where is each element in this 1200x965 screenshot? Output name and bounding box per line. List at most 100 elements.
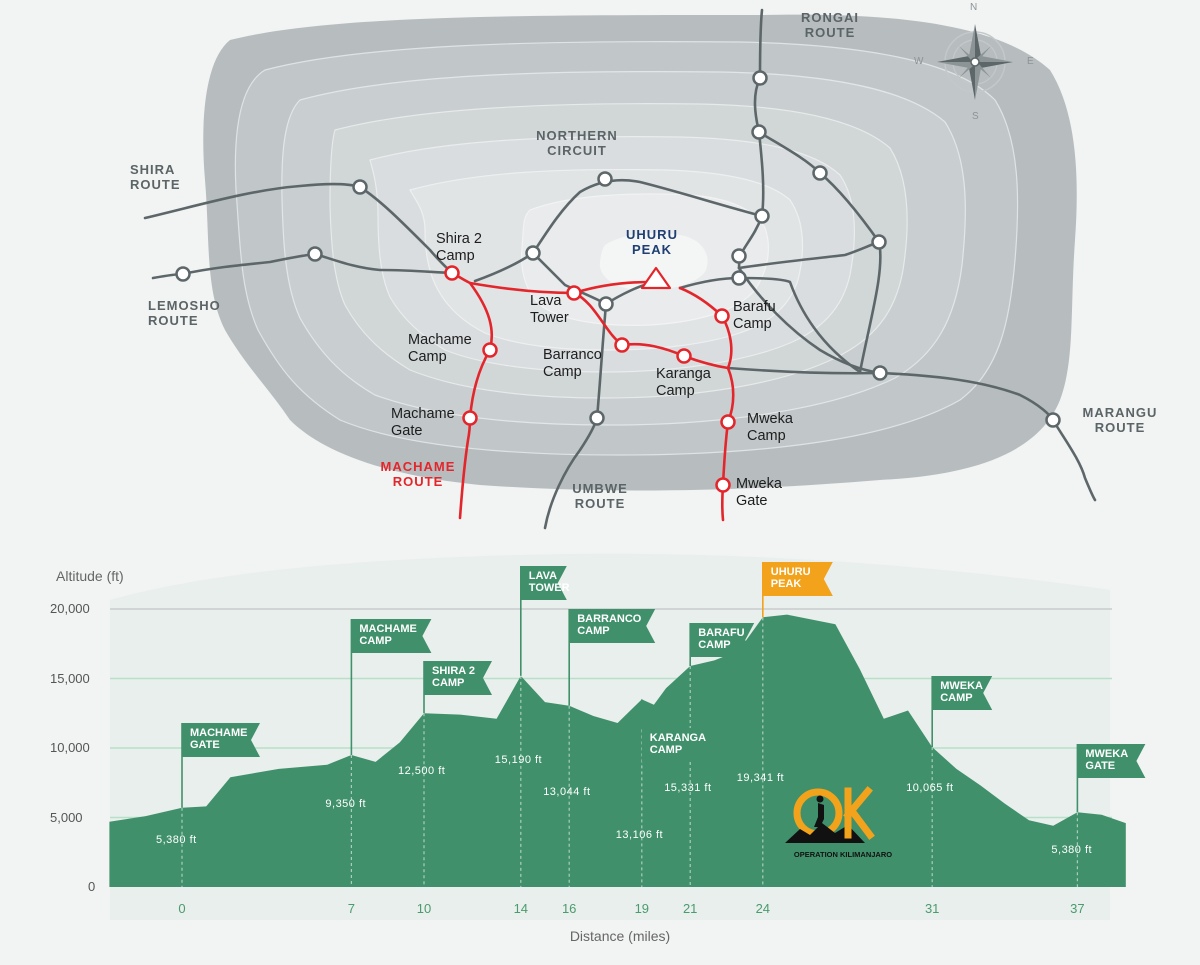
marker-lemosho-2 bbox=[307, 246, 323, 262]
stop-flag bbox=[762, 562, 833, 596]
flag-label: KARANGA CAMP bbox=[649, 732, 707, 756]
trail-summit-loop bbox=[678, 276, 862, 374]
camp-markers bbox=[175, 70, 1061, 493]
x-tick-label: 7 bbox=[347, 901, 355, 916]
marker-north-circuit-1 bbox=[754, 208, 770, 224]
x-tick-label: 31 bbox=[924, 901, 940, 916]
marker-rongai-1 bbox=[752, 70, 768, 86]
x-axis-title: Distance (miles) bbox=[569, 928, 671, 944]
stop-flag bbox=[569, 609, 656, 643]
marker-barranco-camp bbox=[614, 337, 630, 353]
marker-machame-camp bbox=[482, 342, 498, 358]
stop-flag bbox=[424, 661, 492, 695]
altitude-label: 12,500 ft bbox=[398, 765, 446, 777]
marangu-route-label: MARANGU ROUTE bbox=[1082, 405, 1158, 435]
stop-flag bbox=[520, 566, 567, 600]
stop-flag bbox=[351, 619, 432, 653]
x-tick-label: 10 bbox=[416, 901, 432, 916]
y-tick-label: 15,000 bbox=[50, 670, 90, 686]
y-tick-label: 5,000 bbox=[50, 809, 83, 825]
mountain-contours bbox=[203, 14, 1077, 491]
x-tick-label: 37 bbox=[1070, 901, 1085, 916]
machame-descent bbox=[720, 366, 735, 522]
marker-summit-east bbox=[731, 248, 747, 264]
altitude-label: 5,380 ft bbox=[156, 834, 197, 846]
compass-n: N bbox=[970, 2, 978, 13]
compass-e: E bbox=[1027, 56, 1034, 67]
northern-circuit-label: NORTHERN CIRCUIT bbox=[536, 128, 618, 158]
machame-camp-label: Machame Camp bbox=[408, 332, 472, 365]
x-tick-label: 14 bbox=[513, 901, 529, 916]
machame-shira-lava bbox=[468, 281, 576, 295]
barranco-camp-label: Barranco Camp bbox=[543, 347, 602, 380]
altitude-label: 15,190 ft bbox=[494, 754, 543, 766]
y-tick-label: 10,000 bbox=[50, 740, 90, 755]
marker-shira2-camp bbox=[444, 265, 460, 281]
marker-karanga-camp bbox=[676, 348, 692, 364]
trail-summit-east bbox=[737, 266, 882, 375]
marker-crater bbox=[598, 296, 614, 312]
karanga-camp-label: Karanga Camp bbox=[656, 366, 711, 399]
marker-marangu-gate bbox=[1045, 412, 1061, 428]
trail-marangu bbox=[726, 366, 1097, 502]
stop-flag bbox=[641, 728, 730, 762]
trail-north-east bbox=[737, 240, 882, 374]
stop-flags bbox=[181, 562, 1146, 813]
marker-machame-gate bbox=[462, 410, 478, 426]
stop-flag bbox=[182, 723, 260, 757]
marker-summit-east-2 bbox=[731, 270, 747, 286]
marker-mweka-camp bbox=[720, 414, 736, 430]
altitude-area bbox=[109, 614, 1126, 887]
stop-flag bbox=[690, 623, 755, 657]
y-tick-label: 0 bbox=[88, 879, 96, 894]
mweka-camp-label: Mweka Camp bbox=[747, 411, 793, 444]
machame-route-label: MACHAME ROUTE bbox=[380, 459, 456, 489]
shira2-camp-label: Shira 2 Camp bbox=[436, 231, 482, 264]
altitude-label: 13,044 ft bbox=[543, 786, 591, 798]
marker-lava-tower bbox=[566, 285, 582, 301]
compass-s: S bbox=[972, 111, 979, 122]
logo-text: OPERATION KILIMANJARO bbox=[793, 850, 893, 859]
marker-north-circuit-3 bbox=[525, 245, 541, 261]
marker-north-circuit-2 bbox=[597, 171, 613, 187]
altitude-label: 13,106 ft bbox=[615, 829, 664, 841]
machame-gate-label: Machame Gate bbox=[391, 406, 455, 439]
marker-shira-1 bbox=[352, 179, 368, 195]
marker-marangu-1 bbox=[872, 365, 888, 381]
trail-northern-west bbox=[473, 178, 764, 283]
altitude-label: 10,065 ft bbox=[906, 782, 954, 794]
altitude-label: 19,341 ft bbox=[736, 772, 785, 784]
marker-barafu-camp bbox=[714, 308, 730, 324]
altitude-label: 15,331 ft bbox=[664, 782, 712, 794]
flag-label: MACHAME GATE bbox=[190, 727, 248, 751]
barafu-camp-label: Barafu Camp bbox=[733, 299, 776, 332]
y-axis-title: Altitude (ft) bbox=[56, 568, 124, 584]
flag-label: MWEKA CAMP bbox=[940, 680, 983, 704]
altitude-label: 9,350 ft bbox=[325, 798, 367, 810]
marker-north-east bbox=[871, 234, 887, 250]
uhuru-peak-label: UHURU PEAK bbox=[626, 227, 678, 257]
marker-rongai-3 bbox=[812, 165, 828, 181]
rongai-route-label: RONGAI ROUTE bbox=[801, 10, 859, 40]
marker-umbwe bbox=[589, 410, 605, 426]
stop-flag bbox=[1077, 744, 1146, 778]
lava-tower-label: Lava Tower bbox=[530, 293, 569, 326]
umbwe-route-label: UMBWE ROUTE bbox=[572, 481, 628, 511]
flag-label: BARRANCO CAMP bbox=[577, 613, 642, 637]
stop-flag bbox=[932, 676, 993, 710]
flag-label: SHIRA 2 CAMP bbox=[432, 665, 475, 689]
x-tick-label: 16 bbox=[561, 901, 577, 916]
flag-label: MWEKA GATE bbox=[1085, 748, 1129, 772]
lemosho-route-label: LEMOSHO ROUTE bbox=[148, 298, 221, 328]
peak-triangle bbox=[640, 266, 672, 290]
marker-mweka-gate bbox=[715, 477, 731, 493]
y-tick-label: 20,000 bbox=[50, 601, 90, 616]
x-tick-label: 24 bbox=[755, 901, 771, 916]
marker-rongai-2 bbox=[751, 124, 767, 140]
crater bbox=[599, 232, 708, 291]
operation-kilimanjaro-logo bbox=[785, 786, 875, 843]
flag-label: LAVA TOWER bbox=[528, 570, 570, 594]
trail-north-link bbox=[531, 251, 657, 306]
x-tick-label: 21 bbox=[682, 901, 698, 916]
